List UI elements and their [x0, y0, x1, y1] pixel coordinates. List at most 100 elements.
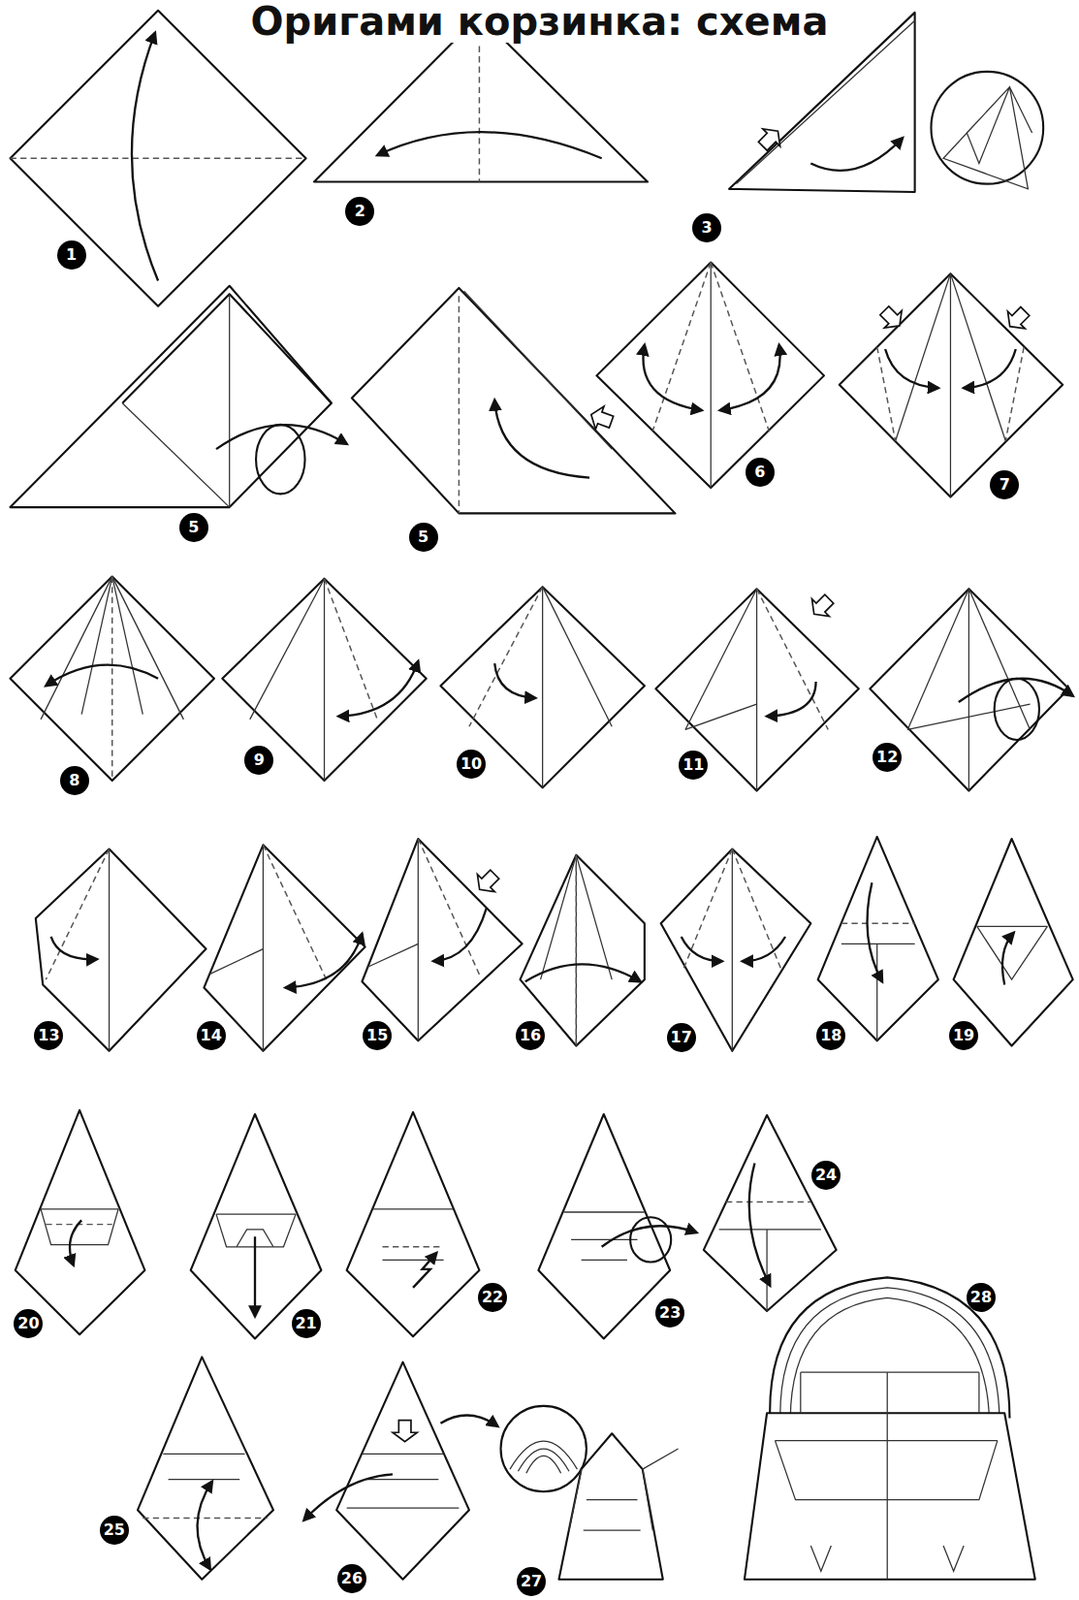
step-number: 6 [745, 457, 775, 487]
step-figure [661, 848, 812, 1050]
step-figure-line [347, 1111, 480, 1336]
step-number: 5 [179, 512, 209, 542]
step-figure [953, 838, 1074, 1047]
step-figure-line [367, 943, 419, 967]
step-figure-line [867, 882, 883, 982]
step-figure [10, 576, 215, 781]
step-figure-line [642, 1448, 679, 1469]
step-figure-line [685, 588, 758, 730]
step-figure-line [907, 588, 969, 730]
step-figure-line [112, 576, 185, 720]
step-figure-line [655, 588, 858, 791]
step-figure-line [575, 855, 612, 980]
step-figure-line [10, 285, 332, 508]
step-figure-line [520, 855, 645, 1047]
step-figure-line [417, 838, 479, 975]
step-figure-line [417, 838, 419, 1041]
step-figure-line [977, 925, 1048, 927]
step-figure-line [569, 1468, 582, 1530]
step-figure-line [720, 345, 781, 411]
step-figure [222, 578, 426, 781]
step-figure-line [377, 131, 602, 159]
step-figure-line [142, 1517, 267, 1519]
step-figure-line [381, 1245, 444, 1247]
step-figure-line [710, 262, 712, 488]
step-figure-line [731, 848, 733, 1050]
step-figure-line [749, 1163, 771, 1286]
step-figure-line [978, 1371, 980, 1413]
step-figure-line [253, 1236, 256, 1316]
step-figure-line [744, 1412, 1036, 1579]
step-figure [538, 1113, 697, 1338]
step-number: 20 [13, 1308, 43, 1338]
step-figure-line [541, 586, 543, 788]
step-figure-line [887, 1371, 889, 1580]
step-figure [703, 1114, 837, 1311]
step-figure-line [108, 848, 110, 1050]
step-figure [347, 1111, 480, 1336]
step-figure-line [756, 588, 758, 791]
step-figure-line [81, 576, 113, 715]
step-figure-line [602, 1225, 698, 1247]
step-figure-line [681, 936, 723, 961]
step-number: 9 [244, 745, 274, 775]
step-figure [839, 273, 1063, 497]
step-figure-line [575, 855, 577, 1047]
step-figure-line [766, 681, 816, 717]
step-number: 8 [60, 765, 90, 795]
step-figure-line [968, 588, 970, 791]
step-figure-line [542, 586, 613, 727]
step-figure-line [228, 293, 230, 508]
step-figure-line [122, 293, 332, 404]
step-figure-line [10, 10, 307, 307]
step-figure-line [336, 1362, 470, 1580]
step-number: 18 [816, 1020, 846, 1050]
step-figure-line [10, 576, 215, 781]
step-figure-line [818, 836, 939, 1041]
step-number: 14 [196, 1020, 226, 1050]
step-figure-line [571, 1238, 637, 1240]
step-number: 7 [989, 470, 1019, 500]
step-figure-line [122, 403, 229, 508]
step-figure-line [112, 576, 144, 715]
step-figure [10, 285, 348, 508]
step-number: 17 [666, 1022, 697, 1052]
step-figure-line [190, 1113, 322, 1338]
step-figure-line [15, 1110, 146, 1334]
step-figure-line [742, 936, 786, 961]
step-figure-line [775, 1440, 998, 1500]
step-number: 3 [692, 213, 722, 243]
step-figure-line [661, 848, 812, 1050]
step-figure-line [642, 1468, 654, 1530]
step-figure-line [943, 87, 1033, 190]
step-number: 11 [678, 750, 708, 780]
step-figure [520, 855, 645, 1047]
step-number: 24 [811, 1160, 841, 1190]
step-number: 26 [337, 1563, 367, 1593]
step-figure-line [45, 665, 159, 686]
step-figure-line [719, 1228, 822, 1230]
step-figure-line [494, 400, 590, 478]
step-figure-line [197, 1481, 213, 1569]
step-figure-line [303, 1473, 393, 1520]
step-figure-line [800, 1371, 980, 1373]
step-figure-line [885, 349, 939, 388]
step-figure-line [324, 578, 379, 720]
step-figure-line [464, 290, 613, 449]
step-figure-line [35, 848, 207, 1050]
step-number: 21 [291, 1308, 321, 1338]
step-figure-line [877, 347, 896, 442]
step-figure-line [754, 122, 787, 155]
step-figure-line [994, 678, 1040, 740]
step-figure-line [810, 1545, 831, 1571]
step-figure-line [372, 1207, 454, 1209]
step-figure-line [736, 20, 916, 184]
step-figure-line [111, 576, 113, 781]
step-figure-line [1001, 302, 1034, 335]
step-figure [818, 836, 939, 1041]
step-figure-line [839, 273, 1063, 497]
step-figure-line [596, 262, 825, 488]
step-number: 25 [99, 1515, 129, 1545]
step-figure-line [262, 844, 326, 980]
